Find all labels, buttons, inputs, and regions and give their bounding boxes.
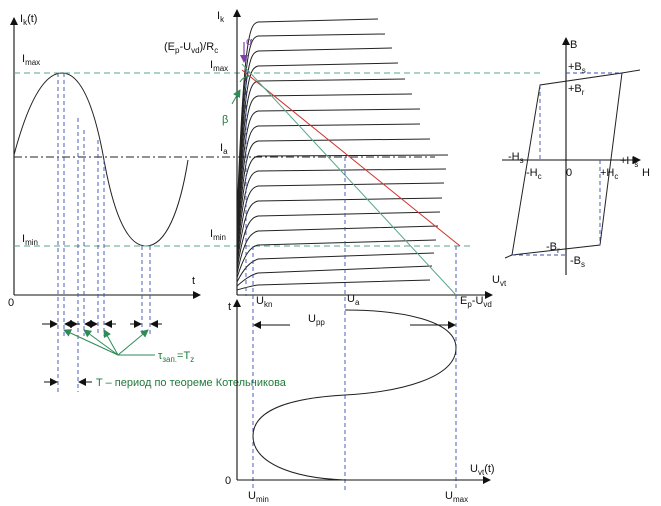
hysteresis-panel: B H +Bs +Br -Hs +Hs -Hc 0 +Hc -Br -Bs bbox=[502, 37, 650, 275]
t-left-label: t bbox=[192, 275, 195, 287]
imin-main-label: Imin bbox=[210, 228, 226, 242]
plus-hs-label: +Hs bbox=[620, 155, 638, 169]
left-sine-panel: Ik(t) Imax Imin t 0 τзап.=Tz T – период … bbox=[8, 13, 540, 392]
imax-main-label: Imax bbox=[210, 59, 228, 73]
zero-left-label: 0 bbox=[8, 297, 14, 309]
lower-sine-curve bbox=[252, 309, 457, 481]
left-sine-curve bbox=[13, 72, 189, 247]
alpha-label: α bbox=[246, 36, 253, 48]
umax-label: Umax bbox=[445, 490, 468, 504]
upp-label: Upp bbox=[308, 313, 325, 327]
imax-left-label: Imax bbox=[22, 53, 40, 67]
imin-left-label: Imin bbox=[22, 233, 38, 247]
plus-br-label: +Br bbox=[568, 83, 585, 97]
ep-uvd-axis-label: Ep-Uvd bbox=[460, 295, 492, 309]
umin-label: Umin bbox=[248, 490, 269, 504]
load-line-red bbox=[241, 69, 461, 247]
hysteresis-loop bbox=[511, 72, 623, 256]
ia-label: Ia bbox=[220, 142, 228, 156]
uvt-t-label: Uvt(t) bbox=[470, 463, 495, 477]
period-label: T – период по теореме Котельникова bbox=[96, 377, 287, 389]
plus-bs-label: +Bs bbox=[568, 61, 586, 75]
h-axis-label: H bbox=[642, 167, 650, 179]
ua-label: Ua bbox=[347, 293, 360, 307]
uvt-axis-label: Uvt bbox=[492, 274, 507, 288]
output-characteristics-panel: Ik (Ep-Uvd)/Rc α Imax β Ia Imin Uvt Ukn … bbox=[164, 9, 507, 490]
ukn-label: Ukn bbox=[256, 295, 272, 309]
lower-t-label: t bbox=[228, 301, 231, 313]
characteristic-family bbox=[236, 18, 449, 291]
minus-hc-label: -Hc bbox=[526, 167, 542, 181]
ik-t-label: Ik(t) bbox=[20, 13, 37, 27]
lower-voltage-panel: t 0 Upp Uvt(t) Umin Umax bbox=[225, 299, 495, 504]
minus-hs-label: -Hs bbox=[508, 151, 524, 165]
load-line-green bbox=[241, 63, 457, 296]
ik-axis-label: Ik bbox=[217, 10, 225, 24]
plus-hc-label: +Hc bbox=[600, 167, 618, 181]
minus-bs-label: -Bs bbox=[570, 255, 585, 269]
beta-label: β bbox=[222, 114, 228, 126]
zero-hyst-label: 0 bbox=[566, 167, 572, 179]
b-axis-label: B bbox=[570, 39, 577, 51]
lower-zero-label: 0 bbox=[225, 475, 231, 487]
minus-br-label: -Br bbox=[546, 241, 560, 255]
tau-label: τзап.=Tz bbox=[158, 350, 194, 364]
ep-uvd-rc-label: (Ep-Uvd)/Rc bbox=[164, 41, 218, 55]
